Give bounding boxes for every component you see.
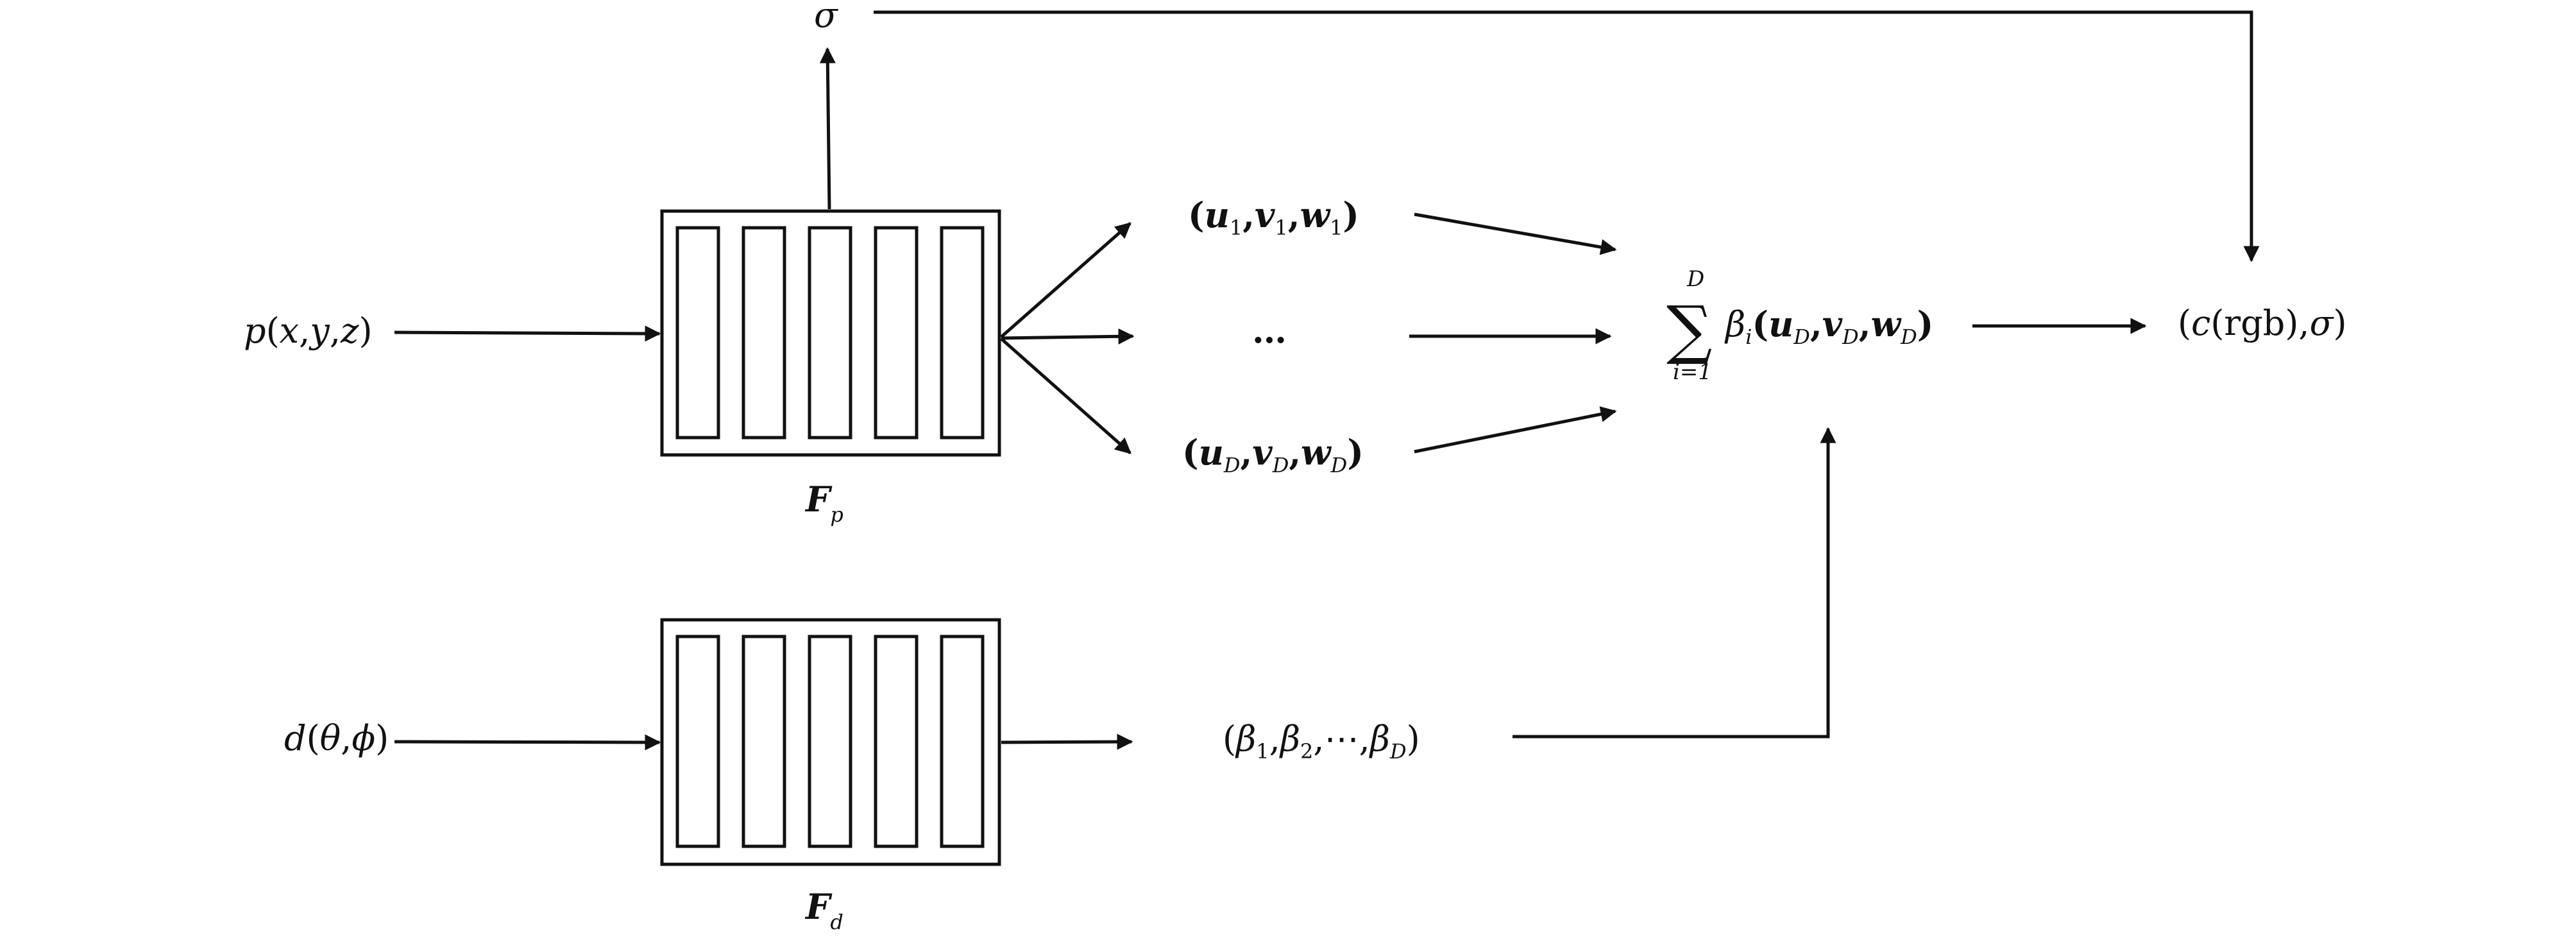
- edge-fp-to-last-feature: [1000, 338, 1131, 454]
- feature-ellipsis-label: …: [1252, 310, 1287, 351]
- edge-weights-to-sum: [1513, 427, 1836, 739]
- network-fd-frame: [660, 618, 1001, 866]
- edge-fp-to-sigma: [819, 47, 836, 210]
- density-sigma-label: σ: [814, 0, 839, 35]
- network-fd-layer: [940, 635, 985, 848]
- network-fp-frame: [660, 209, 1001, 457]
- input-direction-label: d(θ,ϕ): [284, 718, 389, 758]
- edge-sigma-to-output: [874, 10, 2260, 262]
- edge-last-feature-to-sum: [1414, 406, 1617, 454]
- input-position-label: p(x,y,z): [244, 311, 373, 351]
- network-fd-layer: [808, 635, 852, 848]
- network-fp-layer: [940, 226, 985, 440]
- feature-first-label: (u1,v1,w1): [1188, 194, 1359, 240]
- network-fd-label: Fd: [804, 886, 843, 934]
- aggregation-formula: D ∑ i=1 βi(uD,vD,wD): [1666, 266, 1933, 385]
- network-fd-layer: [675, 635, 720, 848]
- network-fd-layer: [874, 635, 919, 848]
- edge-first-feature-to-sum: [1414, 212, 1617, 255]
- sum-symbol: ∑: [1666, 292, 1712, 367]
- sum-lower-limit: i=1: [1673, 359, 1712, 385]
- output-label: (c(rgb),σ): [2178, 303, 2347, 343]
- edge-fp-to-first-feature: [1000, 222, 1131, 338]
- network-fd-layer: [741, 635, 786, 848]
- network-fp-layer: [741, 226, 786, 440]
- feature-last-label: (uD,vD,wD): [1182, 432, 1364, 477]
- network-fp-layer: [874, 226, 919, 440]
- network-fp-layer: [808, 226, 852, 440]
- edge-fp-to-ellipsis: [1001, 328, 1135, 345]
- sum-term: βi(uD,vD,wD): [1724, 303, 1933, 349]
- edge-position-to-fp: [394, 325, 661, 342]
- network-fd: [660, 618, 1001, 866]
- network-fp-label: Fp: [804, 479, 843, 527]
- network-fp: [660, 209, 1001, 457]
- sum-upper-limit: D: [1686, 266, 1704, 292]
- network-fp-layer: [675, 226, 720, 440]
- weights-label: (β1,β2,⋯,βD): [1223, 719, 1420, 764]
